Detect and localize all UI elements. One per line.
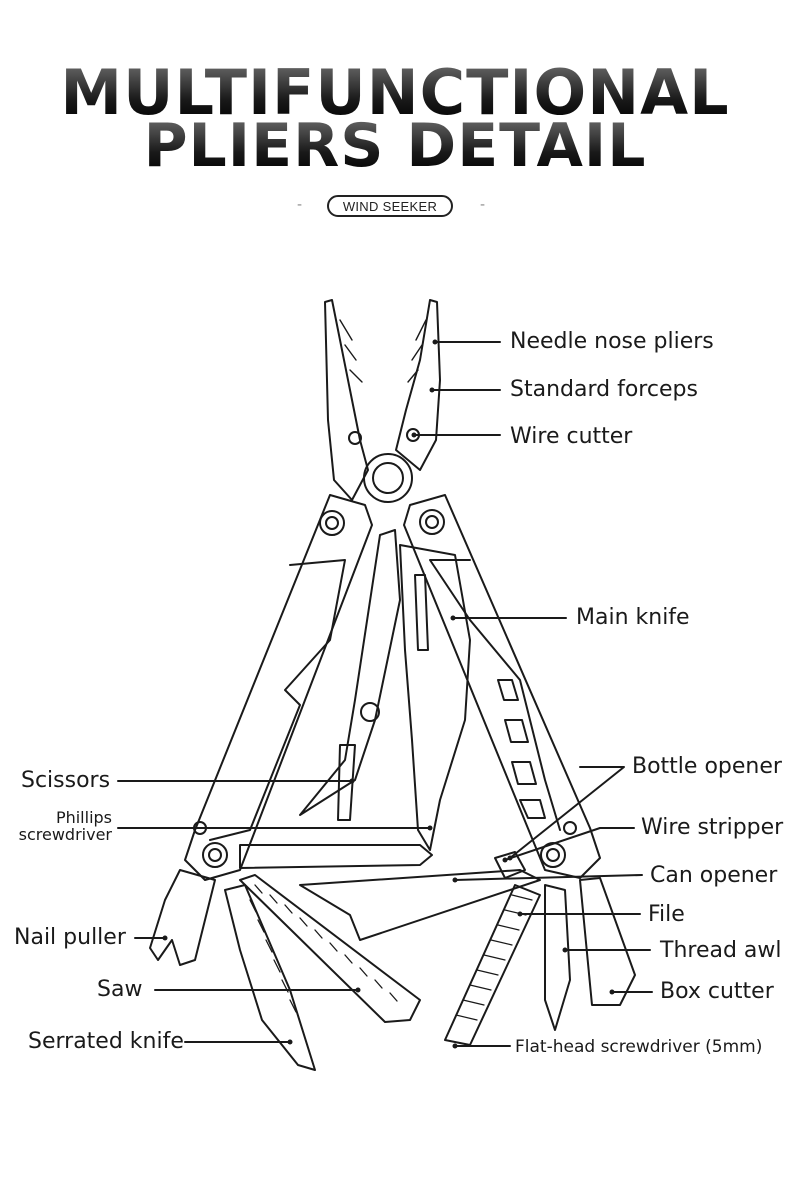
page-title-line2: PLIERS DETAIL <box>0 116 790 176</box>
brand-dash-left: - <box>297 197 303 213</box>
scissors-blade <box>299 529 401 816</box>
phillips-driver <box>239 844 433 869</box>
label-wire-cutter: Wire cutter <box>510 424 633 449</box>
file-tool <box>444 884 541 1046</box>
label-standard-forceps: Standard forceps <box>510 377 698 402</box>
label-can-opener: Can opener <box>650 863 778 888</box>
label-wire-stripper: Wire stripper <box>641 815 784 840</box>
main-knife-blade <box>399 544 471 851</box>
page-title-line1: MULTIFUNCTIONAL <box>0 62 790 124</box>
nail-puller <box>149 869 216 966</box>
label-file: File <box>648 902 685 927</box>
handle-left <box>184 494 373 881</box>
label-box-cutter: Box cutter <box>660 979 774 1004</box>
box-cutter <box>579 877 636 1006</box>
label-phillips-line1: Phillips <box>55 808 112 827</box>
pliers-jaw-left <box>324 299 369 501</box>
label-thread-awl: Thread awl <box>660 938 782 963</box>
label-phillips-line2: screwdriver <box>18 824 112 844</box>
serrated-knife <box>224 884 316 1071</box>
label-serrated-knife: Serrated knife <box>28 1029 184 1054</box>
handle-right <box>403 494 601 879</box>
label-bottle-opener: Bottle opener <box>632 754 782 779</box>
pliers-jaw-right <box>395 299 441 471</box>
label-flat-head-screwdriver: Flat-head screwdriver (5mm) <box>515 1037 763 1057</box>
label-main-knife: Main knife <box>576 605 690 630</box>
label-saw: Saw <box>97 977 143 1002</box>
brand-badge: WIND SEEKER <box>327 195 453 217</box>
saw-blade <box>239 874 421 1023</box>
label-scissors: Scissors <box>21 768 111 793</box>
brand-row: - WIND SEEKER - <box>0 195 790 219</box>
label-phillips-screwdriver: Phillips screwdriver <box>4 808 112 844</box>
label-needle-nose-pliers: Needle nose pliers <box>510 329 714 354</box>
brand-dash-right: - <box>480 197 486 213</box>
thread-awl <box>544 884 571 1031</box>
label-nail-puller: Nail puller <box>14 925 126 950</box>
pivot-screw <box>363 453 413 503</box>
